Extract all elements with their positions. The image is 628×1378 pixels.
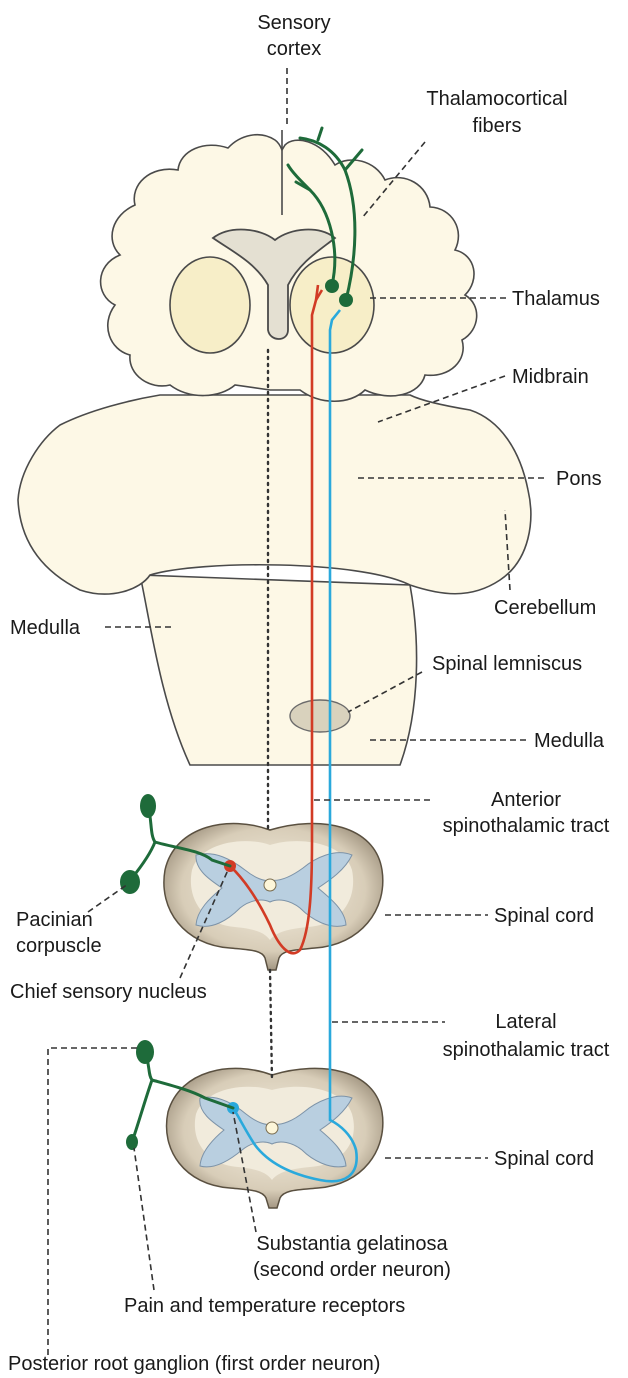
label-thalamocortical-2: fibers bbox=[473, 115, 522, 137]
label-thalamocortical: Thalamocortical bbox=[426, 88, 567, 110]
label-lateral-tract: Lateral bbox=[495, 1011, 556, 1033]
label-pain-receptors: Pain and temperature receptors bbox=[124, 1295, 405, 1317]
thalamus-left bbox=[170, 257, 250, 353]
label-sensory-cortex: Sensory bbox=[257, 12, 330, 34]
label-spinal-cord-upper: Spinal cord bbox=[494, 905, 594, 927]
label-cerebellum: Cerebellum bbox=[494, 597, 596, 619]
thalamus-right bbox=[290, 257, 374, 353]
label-pons: Pons bbox=[556, 468, 602, 490]
label-pacinian-2: corpuscle bbox=[16, 935, 102, 957]
spinal-cord-upper-section bbox=[164, 823, 383, 970]
label-medulla-right: Medulla bbox=[534, 730, 605, 752]
label-spinal-cord-lower: Spinal cord bbox=[494, 1148, 594, 1170]
label-anterior-tract: Anterior bbox=[491, 789, 561, 811]
label-thalamus: Thalamus bbox=[512, 288, 600, 310]
brainstem-body bbox=[140, 575, 417, 765]
leader-pain-receptors bbox=[134, 1148, 154, 1290]
midline-dotted-lower bbox=[270, 970, 272, 1080]
label-substantia: Substantia gelatinosa bbox=[256, 1233, 448, 1255]
label-anterior-tract-2: spinothalamic tract bbox=[443, 815, 610, 837]
label-chief-nucleus: Chief sensory nucleus bbox=[10, 981, 207, 1003]
label-posterior-ganglion: Posterior root ganglion (first order neu… bbox=[8, 1353, 380, 1375]
label-pacinian: Pacinian bbox=[16, 909, 93, 931]
label-midbrain: Midbrain bbox=[512, 366, 589, 388]
leader-pacinian bbox=[88, 884, 128, 912]
label-spinal-lemniscus: Spinal lemniscus bbox=[432, 653, 582, 675]
label-sensory-cortex-2: cortex bbox=[267, 38, 321, 60]
label-medulla-left: Medulla bbox=[10, 617, 81, 639]
cerebellum-shape bbox=[18, 395, 531, 594]
label-substantia-2: (second order neuron) bbox=[253, 1259, 451, 1281]
spinal-lemniscus-structure bbox=[290, 700, 350, 732]
label-lateral-tract-2: spinothalamic tract bbox=[443, 1039, 610, 1061]
